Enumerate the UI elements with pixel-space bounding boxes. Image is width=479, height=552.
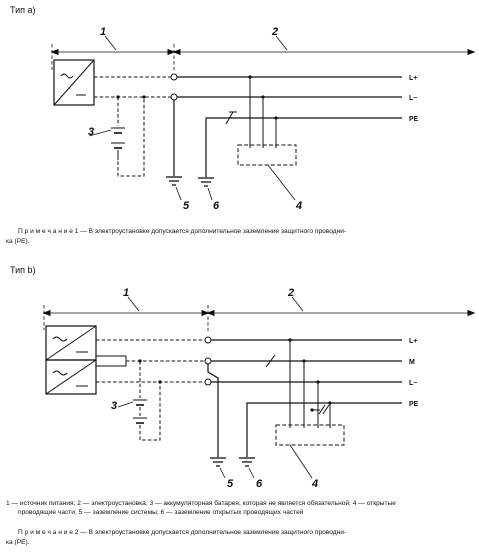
terminal-l-minus [170,93,178,101]
callout-3: 3 [88,126,94,138]
legend-line-1: 1 — источник питания; 2 — электроустанов… [6,499,396,507]
callout-1: 1 [100,26,106,38]
conductor-label-m: M [409,359,415,366]
exposed-conductive-parts-box [237,144,297,166]
battery-icon [133,361,161,441]
conductor-label-l-plus: L+ [409,338,417,345]
exposed-conductive-parts-box [275,424,345,446]
type-a-diagram: Тип а) 1 2 L+ L− [6,5,476,245]
callout-1: 1 [123,287,129,299]
callout-2: 2 [271,26,278,38]
conductor-label-l-minus: L− [409,380,417,387]
conductor-label-l-minus: L− [409,95,417,102]
pe-conductor [205,117,402,177]
callout-2: 2 [287,287,294,299]
dc-source-icon [45,359,97,395]
earth-icon [198,177,214,187]
note-1-line-1: П р и м е ч а н и е 1 — В электроустанов… [18,228,346,235]
callout-3: 3 [111,400,117,412]
type-b-dimension-lines [42,296,476,333]
legend-line-2: проводящие части; 5 — заземление системы… [18,508,304,516]
type-b-caption: Тип b) [10,265,36,275]
dc-source-icon [45,325,97,361]
note-1-line-2: ка (PE). [6,238,30,245]
note-2-line-2: ка (PE). [6,539,30,546]
note-2-line-1: П р и м е ч а н и е 2 — В электроустанов… [18,529,346,536]
type-a-dimension-lines [50,35,476,72]
type-a-caption: Тип а) [10,5,36,15]
conductor-label-l-plus: L+ [409,75,417,82]
terminal-l-plus [170,73,178,81]
callout-6: 6 [213,200,220,212]
callout-5: 5 [227,478,234,490]
pe-conductor [246,402,402,457]
callout-4: 4 [311,478,318,490]
type-b-diagram: Тип b) 1 2 [6,265,476,546]
conductor-label-pe: PE [409,401,419,408]
callout-5: 5 [183,200,190,212]
fuse-icon [310,404,330,415]
earth-icon [239,457,255,467]
earth-icon [166,176,182,186]
callout-4: 4 [295,200,302,212]
dc-source-icon [53,59,95,106]
battery-icon [111,97,145,177]
earth-icon [210,457,226,467]
conductor-label-pe: PE [409,116,419,123]
callout-6: 6 [256,478,263,490]
